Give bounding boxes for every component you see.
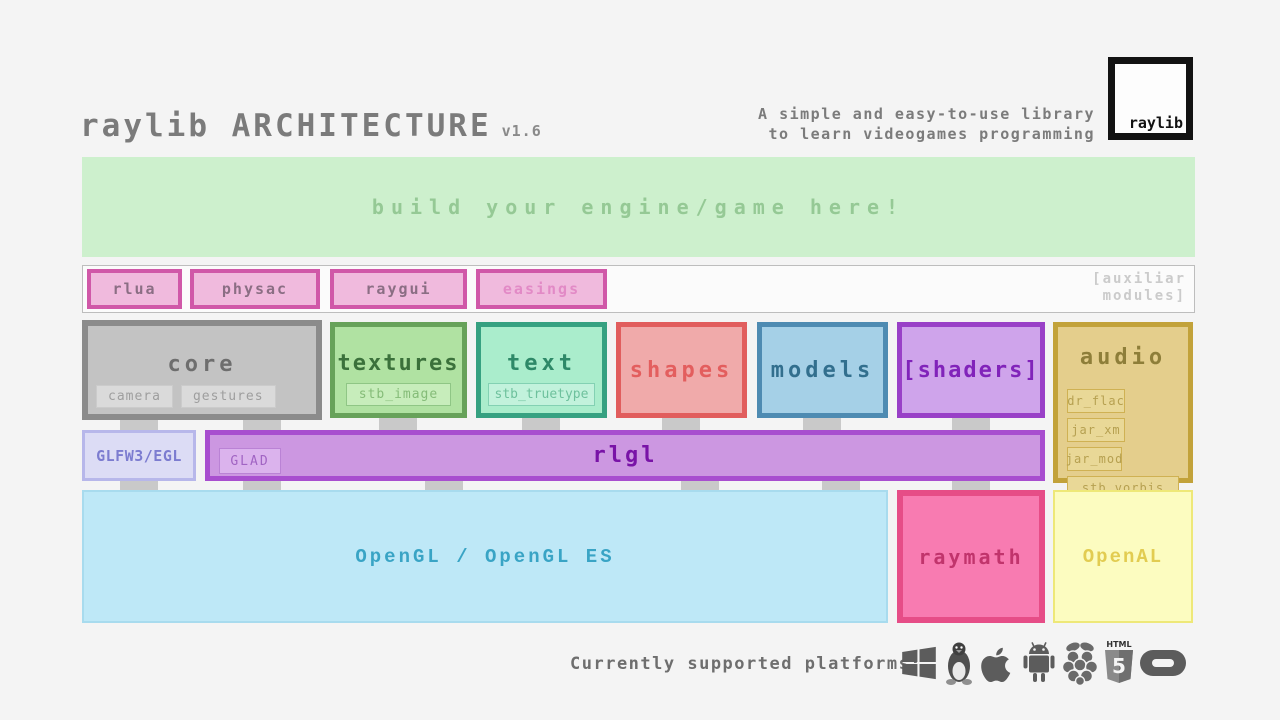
- svg-text:HTML: HTML: [1106, 640, 1131, 649]
- openal-label: OpenAL: [1082, 545, 1164, 568]
- tagline: A simple and easy-to-use library to lear…: [660, 104, 1095, 144]
- page-title-text: raylib ARCHITECTURE: [80, 108, 492, 144]
- module-audio-label: audio: [1079, 345, 1167, 370]
- version-label: v1.6: [501, 122, 542, 140]
- sublib-jar-mod: jar_mod: [1066, 447, 1122, 471]
- sublib-stb-truetype: stb_truetype: [488, 383, 595, 406]
- sublib-stb-image: stb_image: [346, 383, 451, 406]
- raspberry-pi-icon: [1061, 640, 1099, 686]
- page-title: raylib ARCHITECTURE v1.6: [80, 108, 780, 144]
- core-sublibs: camera gestures: [96, 385, 276, 408]
- html5-icon: HTML 5: [1101, 639, 1137, 687]
- opengl-box: OpenGL / OpenGL ES: [82, 490, 888, 623]
- sublib-camera: camera: [96, 385, 173, 408]
- module-audio: audio dr_flac jar_xm jar_mod stb_vorbis: [1053, 322, 1193, 500]
- build-engine-label: build your engine/game here!: [371, 195, 906, 219]
- supported-platforms-label: Currently supported platforms:: [570, 654, 923, 674]
- connector: [803, 414, 841, 434]
- opengl-label: OpenGL / OpenGL ES: [355, 545, 615, 568]
- aux-module-rlua: rlua: [87, 269, 182, 309]
- module-shaders-label: [shaders]: [902, 357, 1040, 383]
- sublib-gestures: gestures: [180, 385, 276, 408]
- raylib-logo-label: raylib: [1128, 114, 1183, 132]
- module-core: core camera gestures: [82, 320, 322, 420]
- tagline-line1: A simple and easy-to-use library: [758, 105, 1095, 123]
- glad-box: GLAD: [219, 448, 281, 474]
- connector: [952, 414, 990, 434]
- audio-sublibs: dr_flac jar_xm jar_mod stb_vorbis: [1066, 389, 1179, 500]
- aux-module-rlua-label: rlua: [112, 280, 157, 298]
- aux-module-raygui: raygui: [330, 269, 467, 309]
- connector: [379, 414, 417, 434]
- module-shapes-label: shapes: [629, 357, 734, 383]
- svg-text:5: 5: [1112, 654, 1126, 678]
- sublib-jar-xm: jar_xm: [1067, 418, 1125, 442]
- connector: [522, 414, 560, 434]
- aux-module-physac: physac: [190, 269, 320, 309]
- connector: [662, 414, 700, 434]
- module-textures-label: textures: [337, 351, 460, 376]
- module-core-label: core: [167, 352, 237, 377]
- module-textures: textures stb_image: [330, 322, 467, 418]
- glfw-egl-box: GLFW3/EGL: [82, 430, 196, 481]
- sublib-dr-flac: dr_flac: [1067, 389, 1125, 413]
- aux-module-easings-label: easings: [502, 280, 581, 298]
- module-shapes: shapes: [616, 322, 747, 418]
- raymath-box: raymath: [897, 490, 1045, 623]
- module-text: text stb_truetype: [476, 322, 607, 418]
- raymath-label: raymath: [918, 544, 1024, 569]
- platform-icons: HTML 5: [899, 637, 1195, 689]
- connector: [952, 479, 990, 492]
- rlgl-label: rlgl: [592, 443, 658, 468]
- module-text-label: text: [507, 351, 576, 376]
- glfw-egl-label: GLFW3/EGL: [96, 446, 182, 465]
- openal-box: OpenAL: [1053, 490, 1193, 623]
- module-models: models: [757, 322, 888, 418]
- linux-icon: [941, 640, 977, 686]
- connector: [425, 479, 463, 492]
- apple-icon: [979, 641, 1017, 685]
- rlgl-box: GLAD rlgl: [205, 430, 1045, 481]
- auxiliar-modules-caption: [auxiliar modules]: [1092, 271, 1186, 304]
- aux-module-physac-label: physac: [221, 280, 289, 298]
- windows-icon: [899, 642, 939, 684]
- android-icon: [1019, 641, 1059, 685]
- raylib-logo: raylib: [1108, 57, 1193, 140]
- module-models-label: models: [770, 357, 875, 383]
- oculus-icon: [1139, 648, 1187, 678]
- connector: [681, 479, 719, 492]
- connector: [120, 479, 158, 492]
- aux-module-raygui-label: raygui: [365, 280, 432, 298]
- build-engine-box: build your engine/game here!: [82, 157, 1195, 257]
- glad-label: GLAD: [230, 453, 270, 469]
- tagline-line2: to learn videogames programming: [768, 125, 1095, 143]
- auxiliar-modules-container: rlua physac raygui easings [auxiliar mod…: [82, 265, 1195, 313]
- module-shaders: [shaders]: [897, 322, 1045, 418]
- aux-module-easings: easings: [476, 269, 607, 309]
- connector: [822, 479, 860, 492]
- connector: [243, 479, 281, 492]
